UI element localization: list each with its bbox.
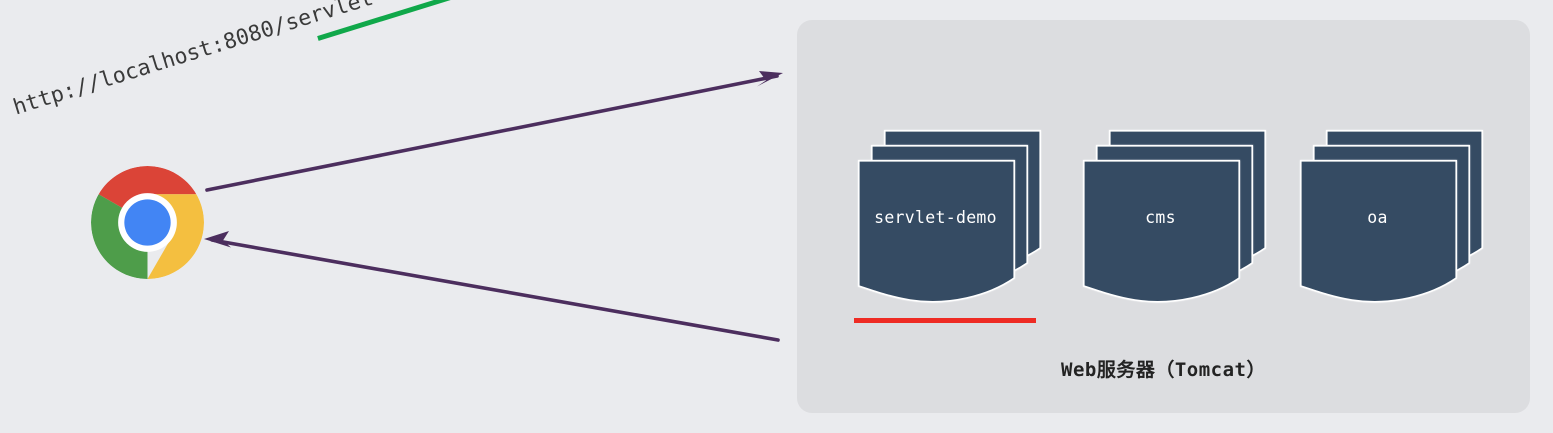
document-sheet-front [1083,160,1240,306]
request-url: http://localhost:8080/servlet-demo/hello… [10,0,648,120]
servlet-demo-red-underline [854,318,1036,323]
chrome-logo-icon[interactable] [91,166,204,279]
request-url-text: http://localhost:8080/servlet-demo/hello… [10,0,649,121]
document-sheet-front [858,160,1015,306]
request-arrow [205,71,783,192]
app-stack-servlet-demo[interactable]: servlet-demo [858,130,1041,306]
document-sheet-front [1300,160,1457,306]
app-stack-cms[interactable]: cms [1083,130,1266,306]
web-server-caption: Web服务器（Tomcat） [1061,359,1266,381]
app-stack-oa[interactable]: oa [1300,130,1483,306]
response-arrow [204,231,780,342]
